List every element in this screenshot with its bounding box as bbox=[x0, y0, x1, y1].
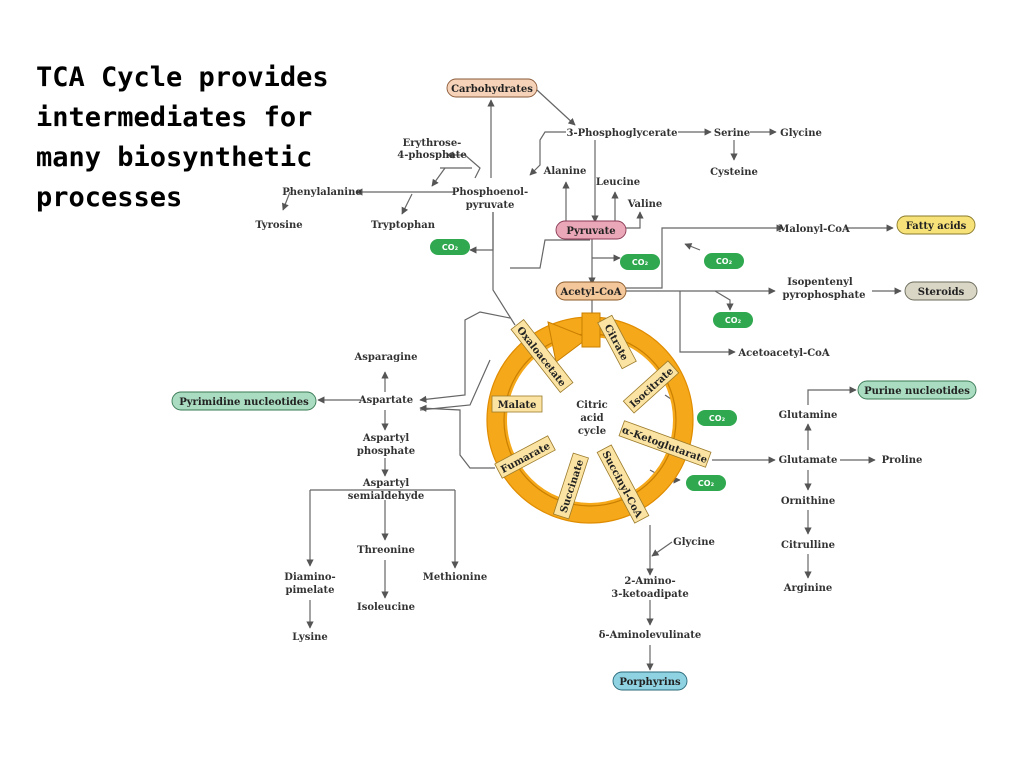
label-acetoacetyl-coa: Acetoacetyl-CoA bbox=[737, 348, 829, 359]
label-phenylalanine: Phenylalanine bbox=[282, 187, 362, 198]
label-malonyl-coa: Malonyl-CoA bbox=[778, 224, 850, 235]
pyruvate-box: Pyruvate bbox=[555, 220, 627, 240]
svg-text:Purine nucleotides: Purine nucleotides bbox=[864, 386, 970, 397]
slide-title: TCA Cycle provides intermediates for man… bbox=[36, 62, 329, 213]
label-proline: Proline bbox=[882, 455, 923, 466]
carbohydrates-box: Carbohydrates bbox=[446, 78, 538, 98]
label-aspartyl-semialdehyde-1: Aspartyl bbox=[362, 478, 410, 489]
label-aspartyl-semialdehyde-2: semialdehyde bbox=[348, 491, 424, 502]
svg-text:Fatty acids: Fatty acids bbox=[906, 221, 967, 232]
svg-text:CO₂: CO₂ bbox=[698, 479, 715, 488]
svg-text:CO₂: CO₂ bbox=[442, 243, 459, 252]
label-threonine: Threonine bbox=[357, 545, 415, 556]
pyrimidine-nucleotides-box: Pyrimidine nucleotides bbox=[171, 391, 317, 411]
label-tryptophan: Tryptophan bbox=[371, 220, 436, 231]
label-leucine: Leucine bbox=[596, 177, 640, 188]
porphyrins-box: Porphyrins bbox=[612, 671, 688, 691]
co2-bubble: CO₂ bbox=[713, 312, 753, 328]
svg-text:CO₂: CO₂ bbox=[709, 414, 726, 423]
label-tyrosine: Tyrosine bbox=[255, 220, 302, 231]
label-amino-ketoadipate-2: 3-ketoadipate bbox=[611, 589, 688, 600]
fatty-acids-box: Fatty acids bbox=[896, 215, 976, 235]
label-aspartate: Aspartate bbox=[358, 395, 413, 406]
label-glycine-top: Glycine bbox=[780, 128, 822, 139]
svg-text:CO₂: CO₂ bbox=[716, 257, 733, 266]
label-methionine: Methionine bbox=[423, 572, 488, 583]
label-arginine: Arginine bbox=[783, 583, 833, 594]
label-3-phosphoglycerate: 3-Phosphoglycerate bbox=[567, 128, 678, 139]
label-amino-ketoadipate-1: 2-Amino- bbox=[624, 576, 675, 587]
label-pep-2: pyruvate bbox=[466, 200, 515, 211]
label-isoleucine: Isoleucine bbox=[357, 602, 415, 613]
label-erythrose-1: Erythrose- bbox=[403, 138, 462, 149]
svg-text:Porphyrins: Porphyrins bbox=[619, 677, 681, 688]
metabolite-labels: 3-Phosphoglycerate Serine Glycine Cystei… bbox=[255, 128, 922, 643]
label-cysteine: Cysteine bbox=[710, 167, 758, 178]
svg-text:Carbohydrates: Carbohydrates bbox=[451, 84, 533, 95]
co2-bubble: CO₂ bbox=[704, 253, 744, 269]
svg-text:Steroids: Steroids bbox=[918, 287, 965, 298]
label-alanine: Alanine bbox=[543, 166, 587, 177]
label-isopentenyl-1: Isopentenyl bbox=[787, 277, 853, 288]
svg-text:CO₂: CO₂ bbox=[632, 258, 649, 267]
label-lysine: Lysine bbox=[292, 632, 328, 643]
label-aminolevulinate: δ-Aminolevulinate bbox=[599, 630, 701, 641]
co2-bubble: CO₂ bbox=[686, 475, 726, 491]
label-asparagine: Asparagine bbox=[353, 352, 417, 363]
label-glutamate: Glutamate bbox=[779, 455, 838, 466]
label-isopentenyl-2: pyrophosphate bbox=[782, 290, 865, 301]
cycle-center-line-2: acid bbox=[580, 413, 603, 424]
label-valine: Valine bbox=[627, 199, 663, 210]
svg-text:Pyruvate: Pyruvate bbox=[566, 226, 615, 237]
label-erythrose-2: 4-phosphate bbox=[397, 150, 466, 161]
label-diaminopimelate-1: Diamino- bbox=[284, 572, 335, 583]
label-pep-1: Phosphoenol- bbox=[452, 187, 528, 198]
label-citrulline: Citrulline bbox=[781, 540, 835, 551]
svg-text:Malate: Malate bbox=[498, 400, 537, 411]
acetyl-entry-bar bbox=[581, 312, 601, 348]
cycle-center-line-3: cycle bbox=[578, 426, 606, 437]
label-aspartyl-phosphate-2: phosphate bbox=[357, 446, 415, 457]
svg-text:Acetyl-CoA: Acetyl-CoA bbox=[560, 287, 622, 298]
co2-bubble: CO₂ bbox=[430, 239, 470, 255]
label-glutamine: Glutamine bbox=[779, 410, 838, 421]
purine-nucleotides-box: Purine nucleotides bbox=[857, 380, 977, 400]
svg-text:CO₂: CO₂ bbox=[725, 316, 742, 325]
cycle-center-line-1: Citric bbox=[576, 400, 608, 411]
co2-bubble: CO₂ bbox=[620, 254, 660, 270]
co2-bubbles: CO₂ CO₂ CO₂ CO₂ CO₂ CO₂ bbox=[430, 239, 753, 491]
label-ornithine: Ornithine bbox=[781, 496, 835, 507]
label-glycine-bottom: Glycine bbox=[673, 537, 715, 548]
cycle-arrow-head bbox=[547, 321, 590, 363]
malate-label: Malate bbox=[491, 395, 543, 413]
label-serine: Serine bbox=[714, 128, 750, 139]
svg-text:Pyrimidine nucleotides: Pyrimidine nucleotides bbox=[179, 397, 309, 408]
label-diaminopimelate-2: pimelate bbox=[286, 585, 335, 596]
citric-acid-cycle: Citric acid cycle Citrate Isocitrate α-K… bbox=[486, 312, 712, 524]
steroids-box: Steroids bbox=[904, 281, 978, 301]
label-aspartyl-phosphate-1: Aspartyl bbox=[362, 433, 410, 444]
acetyl-coa-box: Acetyl-CoA bbox=[555, 281, 627, 301]
co2-bubble: CO₂ bbox=[697, 410, 737, 426]
